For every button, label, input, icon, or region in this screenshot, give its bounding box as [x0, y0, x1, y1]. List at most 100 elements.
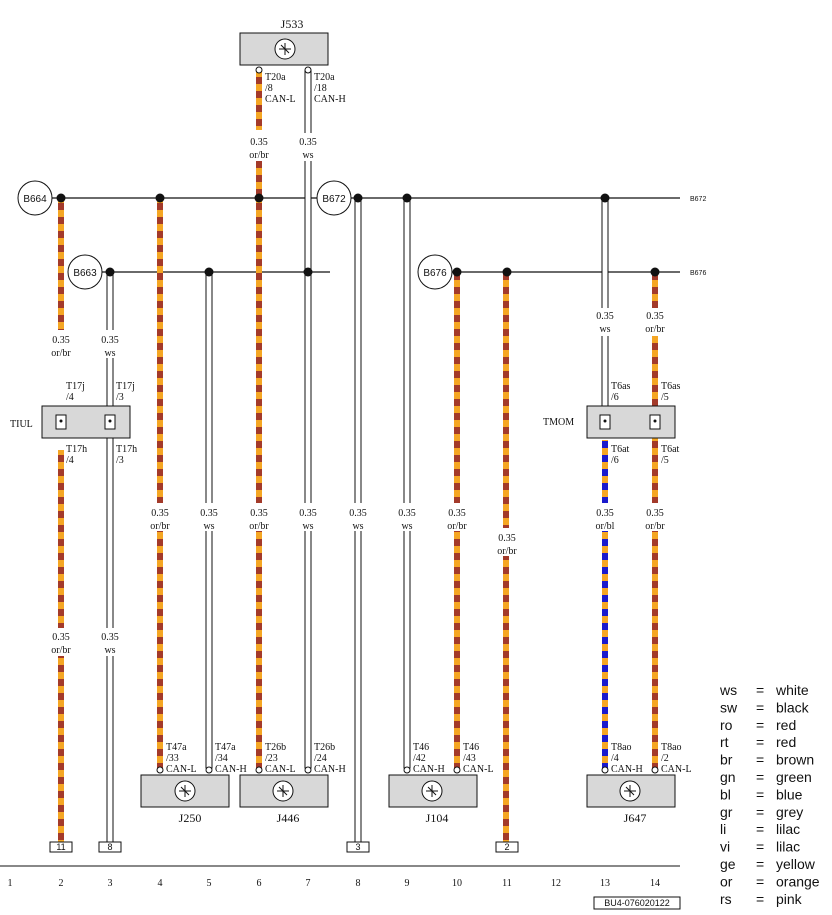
pins-tiul: T17j /4 T17j /3 T17h /4 T17h /3	[66, 381, 137, 466]
svg-text:T47a: T47a	[166, 742, 187, 753]
svg-text:CAN-H: CAN-H	[611, 764, 643, 775]
node-b664: B664	[17, 180, 53, 216]
bottom-pin-circles	[156, 766, 659, 774]
svg-text:ws: ws	[302, 521, 313, 532]
pin-t8ao-4: T8ao /4 CAN-H	[611, 742, 643, 775]
svg-text:T26b: T26b	[265, 742, 286, 753]
node-b676: B676	[417, 254, 453, 290]
svg-text:0.35: 0.35	[596, 508, 614, 519]
wire-col2-upper	[58, 200, 64, 330]
legend-color-name: red	[776, 717, 796, 733]
svg-text:0.35: 0.35	[398, 508, 416, 519]
svg-text:B672: B672	[322, 194, 346, 205]
svg-text:T6at: T6at	[611, 444, 630, 455]
legend-color-name: red	[776, 734, 796, 750]
svg-text:/24: /24	[314, 753, 327, 764]
legend-color-name: blue	[776, 786, 803, 802]
svg-text:CAN-L: CAN-L	[265, 94, 296, 105]
connector-tiul: TIUL	[10, 405, 131, 439]
wire-label-c3-low: 0.35 ws	[101, 632, 119, 656]
legend-code: ws	[719, 682, 737, 698]
svg-text:/23: /23	[265, 753, 278, 764]
node-b663: B663	[67, 254, 103, 290]
svg-text:0.35: 0.35	[101, 632, 119, 643]
legend-code: rs	[720, 891, 732, 907]
legend-code: br	[720, 752, 733, 768]
legend-code: bl	[720, 786, 731, 802]
svg-text:/4: /4	[611, 753, 619, 764]
svg-text:/3: /3	[116, 392, 124, 403]
pin-t46-43: T46 /43 CAN-L	[463, 742, 494, 775]
svg-text:CAN-H: CAN-H	[215, 764, 247, 775]
svg-text:or/br: or/br	[51, 645, 71, 656]
svg-text:T8ao: T8ao	[661, 742, 682, 753]
svg-text:T6as: T6as	[661, 381, 681, 392]
svg-text:0.35: 0.35	[646, 311, 664, 322]
junction-dots	[56, 193, 660, 277]
svg-text:CAN-L: CAN-L	[166, 764, 197, 775]
wire-col4	[157, 200, 163, 768]
svg-text:CAN-L: CAN-L	[463, 764, 494, 775]
svg-text:J104: J104	[426, 811, 449, 825]
pin-t47a-33: T47a /33 CAN-L	[166, 742, 197, 775]
wire-label-c2-mid: 0.35 or/br	[51, 335, 71, 359]
wire-label-c14-top: 0.35 or/br	[645, 311, 665, 335]
svg-text:/4: /4	[66, 455, 74, 466]
ref-box-col11: 2	[495, 841, 519, 853]
svg-text:10: 10	[452, 878, 462, 889]
wire-label-c9: 0.35 ws	[398, 508, 416, 532]
svg-text:13: 13	[600, 878, 610, 889]
svg-text:or/br: or/br	[447, 521, 467, 532]
svg-text:CAN-H: CAN-H	[314, 764, 346, 775]
legend-code: or	[720, 873, 733, 889]
wire-col13-upper	[601, 197, 609, 409]
svg-text:T20a: T20a	[265, 72, 286, 83]
svg-text:J250: J250	[179, 811, 202, 825]
wire-label-c7-top: 0.35 ws	[299, 137, 317, 161]
wire-label-c8: 0.35 ws	[349, 508, 367, 532]
svg-text:0.35: 0.35	[349, 508, 367, 519]
wire-label-c3-mid: 0.35 ws	[101, 335, 119, 359]
svg-text:3: 3	[108, 878, 113, 889]
wire-label-c14: 0.35 or/br	[645, 508, 665, 532]
svg-text:8: 8	[107, 842, 112, 852]
legend-color-name: lilac	[776, 821, 800, 837]
svg-text:0.35: 0.35	[52, 335, 70, 346]
wire-label-c11: 0.35 or/br	[497, 533, 517, 557]
svg-text:/8: /8	[265, 83, 273, 94]
svg-text:0.35: 0.35	[299, 137, 317, 148]
svg-text:B676: B676	[423, 268, 447, 279]
legend-color-name: green	[776, 769, 812, 785]
color-legend: ws=whitesw=blackro=redrt=redbr=browngn=g…	[719, 682, 820, 907]
legend-equals: =	[756, 752, 764, 768]
svg-text:/6: /6	[611, 392, 619, 403]
column-numbers: 1 2 3 4 5 6 7 8 9 10 11 12 13 14	[8, 878, 661, 889]
wire-col11	[503, 272, 509, 842]
svg-text:0.35: 0.35	[250, 508, 268, 519]
svg-text:T6at: T6at	[661, 444, 680, 455]
legend-equals: =	[756, 769, 764, 785]
legend-equals: =	[756, 873, 764, 889]
wire-label-c10: 0.35 or/br	[447, 508, 467, 532]
svg-text:or/br: or/br	[645, 521, 665, 532]
legend-code: li	[720, 821, 726, 837]
svg-text:CAN-L: CAN-L	[265, 764, 296, 775]
svg-text:11: 11	[502, 878, 512, 889]
tiul-label: TIUL	[10, 419, 33, 430]
pin-t20a-8: T20a /8 CAN-L	[255, 66, 296, 105]
legend-equals: =	[756, 856, 764, 872]
svg-text:T47a: T47a	[215, 742, 236, 753]
svg-text:0.35: 0.35	[299, 508, 317, 519]
svg-text:/34: /34	[215, 753, 228, 764]
wire-col6-upper	[256, 70, 262, 130]
legend-color-name: lilac	[776, 839, 800, 855]
svg-text:T17j: T17j	[66, 381, 85, 392]
svg-text:/2: /2	[661, 753, 669, 764]
svg-text:ws: ws	[401, 521, 412, 532]
wire-col7	[304, 69, 312, 769]
svg-text:T17h: T17h	[116, 444, 137, 455]
ref-box-col2: 11	[49, 841, 73, 853]
wire-label-c6-top: 0.35 or/br	[249, 137, 269, 161]
ref-box-col3: 8	[98, 841, 122, 853]
